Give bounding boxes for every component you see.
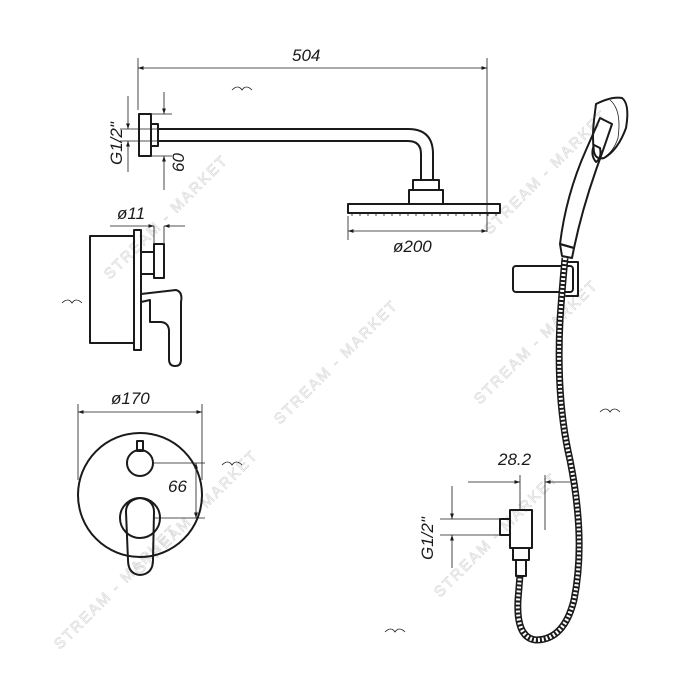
dimension-outlet-thread: G1/2" [418, 486, 500, 568]
dimension-label: 60 [169, 153, 188, 172]
hose-nut [512, 547, 530, 561]
dimension-arm-thread: G1/2" [107, 96, 158, 172]
mixer-cover-plate [77, 432, 203, 558]
watermark: STREAM - MARKET [481, 107, 612, 238]
dimension-label: 28.2 [497, 450, 532, 469]
shower-head-nozzles [351, 213, 497, 216]
hand-shower-button [591, 144, 602, 163]
shower-hose [514, 257, 583, 644]
mixer-plate [133, 229, 142, 351]
watermark-swash [61, 299, 83, 304]
shower-arm [157, 128, 434, 181]
watermark: STREAM - MARKET [271, 297, 402, 428]
dimension-head-diameter: ø200 [347, 216, 487, 256]
head-ball-joint [408, 189, 444, 205]
hand-shower-holder [512, 265, 574, 293]
dimension-label: ø11 [117, 204, 145, 223]
diverter-knob-cap [153, 243, 165, 279]
mixer-lever [140, 289, 183, 367]
mixer-side-view [89, 229, 183, 367]
hand-shower-handle [559, 117, 613, 249]
hand-shower-neck [559, 243, 575, 259]
watermark: STREAM - MARKET [471, 277, 602, 408]
dimension-handle-spacing: 66 [153, 462, 205, 519]
diverter-knob-pin [136, 440, 144, 452]
shower-head [347, 203, 501, 214]
flange-nut [150, 123, 159, 147]
mixer-lever-front [125, 497, 155, 576]
watermark-swash [231, 86, 253, 91]
wall-flange [138, 113, 152, 157]
dimension-outlet-offset: 28.2 [468, 450, 570, 530]
dimension-label: 504 [292, 46, 320, 65]
dimension-label: ø170 [111, 389, 150, 408]
dimension-knob-diameter: ø11 [110, 204, 185, 244]
hand-shower-face [605, 99, 620, 157]
dimension-arm-length: 504 [137, 46, 488, 232]
diverter-knob-front [126, 449, 154, 477]
holder-clip [565, 261, 579, 297]
diverter-knob [140, 251, 155, 275]
dimension-label: 66 [168, 477, 187, 496]
dimension-label: G1/2" [418, 516, 437, 560]
watermark-swash [221, 461, 243, 466]
head-connector [412, 179, 440, 191]
dimension-flange-height: 60 [139, 92, 188, 190]
watermark-swash [384, 628, 406, 633]
dimension-plate-diameter: ø170 [77, 389, 203, 480]
dimension-label: G1/2" [107, 121, 126, 165]
dimension-label: ø200 [393, 237, 432, 256]
hose-cone [515, 559, 527, 577]
wall-outlet-stub [499, 518, 511, 536]
hand-shower-assembly [499, 96, 629, 644]
watermarks: STREAM - MARKET STREAM - MARKET STREAM -… [50, 86, 621, 653]
watermark-swash [599, 408, 621, 413]
shower-arm-inner [157, 140, 422, 181]
